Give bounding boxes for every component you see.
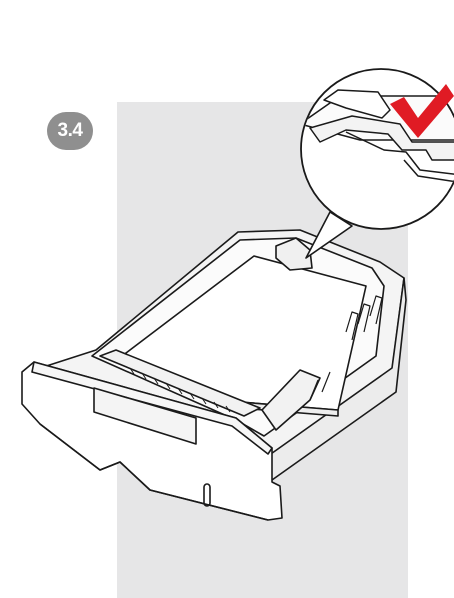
front-guide-bar xyxy=(99,349,261,417)
step-number-badge: 3.4 xyxy=(47,112,93,150)
zoom-callout xyxy=(300,68,454,259)
red-checkmark-icon xyxy=(390,84,454,138)
handle-slot xyxy=(203,483,211,507)
label-recess xyxy=(93,387,197,445)
rear-guide xyxy=(275,237,313,271)
paper-tray xyxy=(21,229,407,521)
